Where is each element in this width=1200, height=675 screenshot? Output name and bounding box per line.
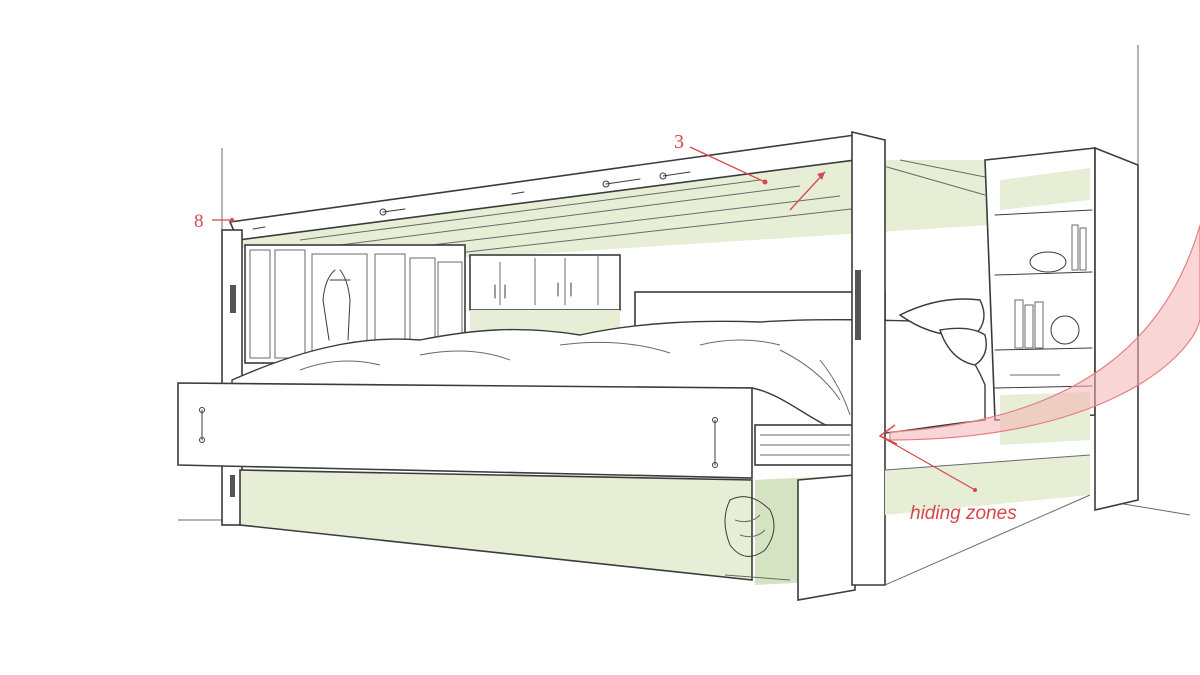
right-post xyxy=(851,130,886,586)
hiding-zones-label: hiding zones xyxy=(910,503,1017,524)
under-bed-drawer xyxy=(239,469,856,601)
front-panel xyxy=(177,382,753,479)
left-marker-label: 8 xyxy=(194,211,204,232)
ceiling-panel xyxy=(238,159,991,258)
top-marker-label: 3 xyxy=(674,131,684,153)
floor-base xyxy=(884,454,1091,586)
bookshelf xyxy=(984,146,1139,512)
top-marker-arrow xyxy=(689,146,826,211)
bed-bedding xyxy=(231,298,987,466)
left-marker-tick xyxy=(212,218,234,222)
hiding-zone-arrow xyxy=(878,224,1200,492)
